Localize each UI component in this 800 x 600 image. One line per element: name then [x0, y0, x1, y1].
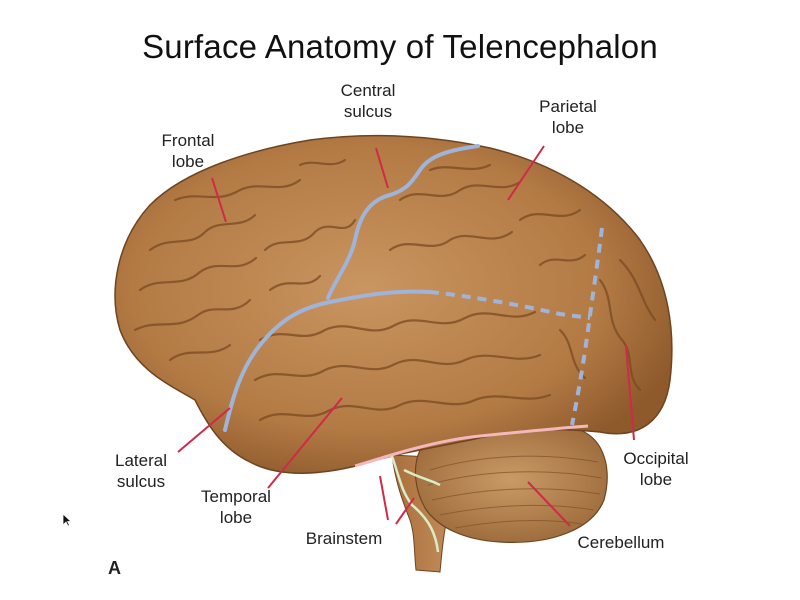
cerebrum-shape [114, 134, 673, 474]
pointer-central-sulcus [375, 147, 389, 189]
parieto-temporal-dashed-line [429, 290, 591, 320]
pointer-cerebellum [527, 481, 571, 527]
pointer-parietal-lobe [507, 145, 545, 201]
label-brainstem: Brainstem [305, 529, 383, 548]
pointer-brainstem-b [395, 497, 415, 525]
pointer-lines [177, 145, 635, 527]
label-cerebellum: Cerebellum [577, 533, 665, 552]
label-lateral-sulcus: Lateral sulcus [115, 451, 167, 491]
pointer-frontal-lobe [211, 177, 227, 223]
gyri-texture [133, 158, 657, 422]
cerebellum-boundary-line [354, 424, 589, 468]
brainstem-outline [390, 455, 441, 553]
pointer-brainstem-a [379, 475, 389, 521]
parieto-occipital-dashed-line [570, 227, 604, 426]
label-temporal-lobe: Temporal lobe [201, 487, 271, 527]
lateral-sulcus-line [223, 289, 432, 432]
label-parietal-lobe: Parietal lobe [539, 97, 597, 137]
pointer-lateral-sulcus [177, 407, 231, 453]
pointer-occipital-lobe [625, 345, 635, 441]
panel-letter: A [108, 558, 121, 578]
label-occipital-lobe: Occipital lobe [623, 449, 689, 489]
central-sulcus-line [326, 144, 480, 300]
slide-title: Surface Anatomy of Telencephalon [142, 28, 658, 65]
label-central-sulcus: Central sulcus [340, 81, 396, 121]
pointer-temporal-lobe [267, 397, 343, 489]
mouse-pointer-icon [62, 513, 72, 527]
cerebellum-folia [427, 455, 603, 529]
label-frontal-lobe: Frontal lobe [161, 131, 215, 171]
